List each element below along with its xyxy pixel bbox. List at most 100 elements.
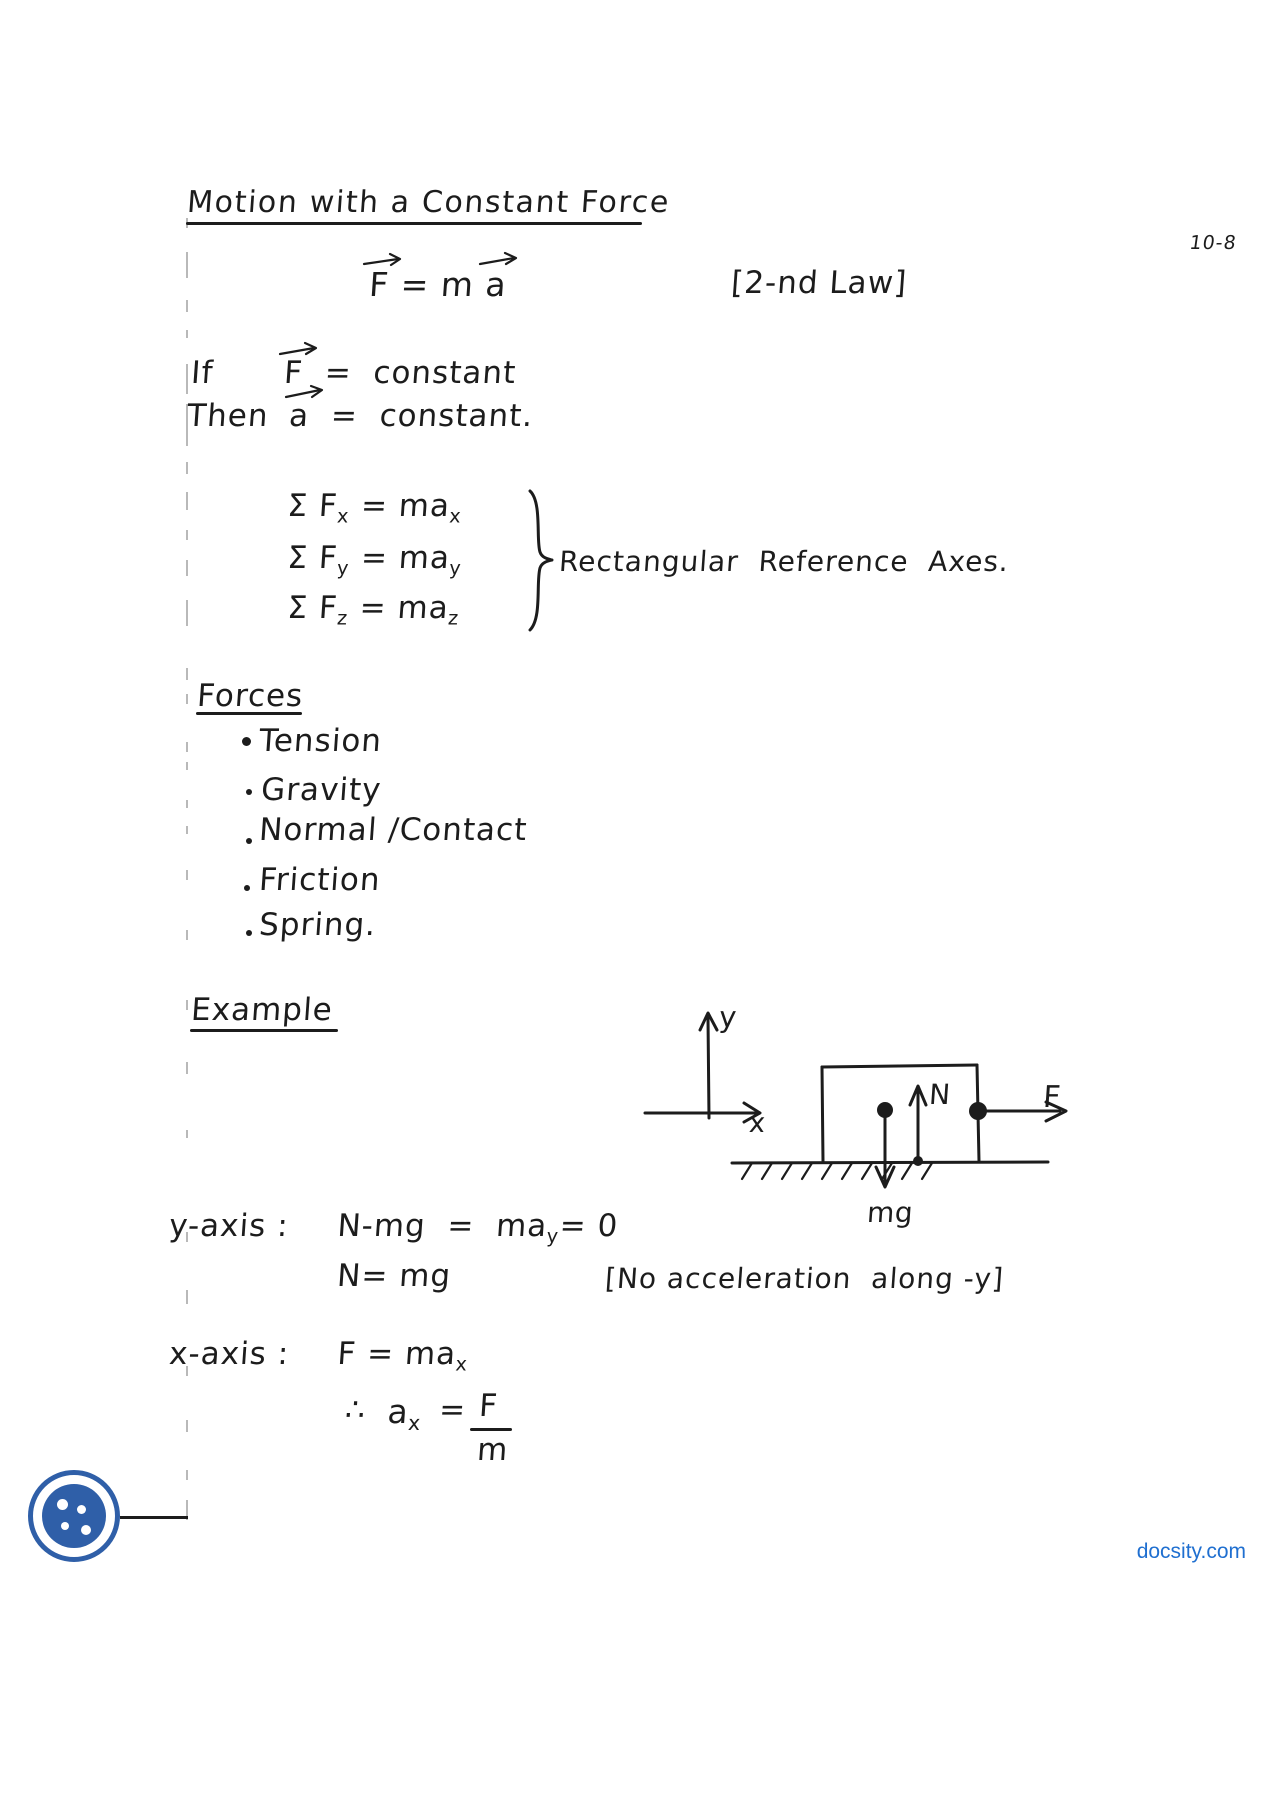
margin-artifact xyxy=(186,404,188,446)
margin-artifact xyxy=(186,742,188,752)
forces-heading-underline xyxy=(196,712,302,715)
list-item: Tension xyxy=(258,723,384,759)
x-axis-result-variable: ax xyxy=(386,1392,423,1435)
component-equation-row: Σ Fy = may xyxy=(286,540,464,580)
y-eq1-body: N-mg = ma xyxy=(336,1208,549,1244)
x-axis-result-equals: = xyxy=(438,1392,468,1428)
y-axis-equation-1: N-mg = may= 0 xyxy=(336,1208,620,1248)
margin-artifact xyxy=(186,1232,188,1242)
sum-fx-eq: = xyxy=(348,488,401,524)
force-label-F: F xyxy=(1042,1080,1063,1115)
docsity-logo-dot xyxy=(57,1499,68,1510)
list-item: Friction xyxy=(258,862,382,898)
margin-artifact xyxy=(186,492,188,510)
curly-brace-icon xyxy=(528,489,554,632)
margin-artifact xyxy=(186,1290,188,1304)
y-axis-comment: [No acceleration along -y] xyxy=(604,1262,1006,1295)
sum-fy-rhs-sub: y xyxy=(448,556,463,580)
vector-arrow-a2-icon xyxy=(284,384,324,399)
x-axis-therefore-symbol: ∴ xyxy=(344,1392,368,1428)
margin-artifact xyxy=(186,600,188,626)
sum-fy-lhs: Σ F xyxy=(286,540,340,576)
y-eq1-tail: = 0 xyxy=(558,1208,620,1244)
margin-artifact xyxy=(186,1000,188,1010)
x-axis-label: x-axis : xyxy=(168,1336,291,1372)
margin-artifact xyxy=(186,762,188,770)
margin-artifact xyxy=(186,300,188,312)
forces-heading: Forces xyxy=(196,678,305,714)
example-heading: Example xyxy=(190,992,335,1028)
margin-artifact xyxy=(186,930,188,940)
margin-artifact xyxy=(186,1420,188,1432)
docsity-logo xyxy=(28,1470,120,1562)
sum-fx-rhs: ma xyxy=(397,488,452,524)
sum-fx-rhs-sub: x xyxy=(448,504,463,528)
page-number: 10-8 xyxy=(1188,232,1239,254)
x-axis-fraction-numerator: F xyxy=(478,1388,500,1424)
x-axis-equation-1: F = max xyxy=(336,1336,470,1376)
docsity-logo-dot xyxy=(81,1525,91,1535)
list-bullet-icon xyxy=(246,930,252,936)
x-eq1-sub: x xyxy=(454,1352,469,1376)
margin-artifact xyxy=(186,800,188,808)
y-axis-label: y-axis : xyxy=(168,1208,290,1244)
page-title: Motion with a Constant Force xyxy=(186,185,672,220)
list-bullet-icon xyxy=(246,838,252,844)
sum-fz-rhs-sub: z xyxy=(447,606,460,630)
fraction-bar xyxy=(470,1428,512,1431)
margin-artifact xyxy=(186,462,188,474)
docsity-url[interactable]: docsity.com xyxy=(1136,1540,1246,1563)
vector-arrow-a-icon xyxy=(478,251,518,266)
sum-fz-eq: = xyxy=(347,590,399,626)
list-item: Spring. xyxy=(258,907,378,943)
conditional-then-keyword: Then xyxy=(186,398,270,434)
axis-label-y: y xyxy=(718,1000,739,1034)
docsity-logo-dot xyxy=(77,1505,86,1514)
list-item: Normal /Contact xyxy=(258,812,529,848)
coordinate-axes-icon xyxy=(643,1011,762,1124)
margin-artifact xyxy=(186,870,188,880)
list-item: Gravity xyxy=(260,772,383,808)
sum-fz-lhs: Σ F xyxy=(286,590,340,626)
list-bullet-icon xyxy=(244,885,250,891)
component-equation-row: Σ Fz = maz xyxy=(286,590,461,630)
second-law-note: [2-nd Law] xyxy=(730,265,909,301)
vector-arrow-F2-icon xyxy=(278,341,318,356)
margin-artifact xyxy=(186,560,188,576)
sum-fz-rhs: ma xyxy=(396,590,451,626)
x-axis-fraction-denominator: m xyxy=(476,1432,510,1468)
sum-fx-lhs-sub: x xyxy=(336,504,351,528)
docsity-logo-inner xyxy=(42,1484,106,1548)
sum-fy-eq: = xyxy=(348,540,401,576)
component-equations-brace-label: Rectangular Reference Axes. xyxy=(558,545,1011,578)
list-bullet-icon xyxy=(242,737,251,746)
margin-artifact xyxy=(186,1130,188,1138)
block-and-forces-diagram xyxy=(730,1063,1068,1189)
x-eq2-num-sub: x xyxy=(407,1411,423,1436)
y-axis-equation-2: N= mg xyxy=(336,1258,453,1294)
margin-artifact xyxy=(186,1062,188,1074)
margin-artifact xyxy=(186,668,188,680)
vector-arrow-F-icon xyxy=(362,252,402,267)
margin-artifact xyxy=(186,364,188,394)
margin-artifact xyxy=(186,530,188,540)
margin-artifact xyxy=(186,1470,188,1480)
sum-fy-lhs-sub: y xyxy=(336,556,351,580)
sum-fy-rhs: ma xyxy=(397,540,452,576)
force-label-N: N xyxy=(928,1078,952,1111)
margin-artifact xyxy=(186,330,188,338)
margin-artifact xyxy=(186,1366,188,1376)
x-eq1-body: F = ma xyxy=(336,1336,458,1372)
margin-artifact xyxy=(186,252,188,278)
y-eq1-sub: y xyxy=(545,1224,560,1248)
example-heading-underline xyxy=(190,1029,338,1032)
list-bullet-icon xyxy=(246,789,252,795)
title-underline xyxy=(186,222,642,225)
sum-fx-lhs: Σ F xyxy=(286,488,340,524)
margin-artifact xyxy=(186,694,188,704)
component-equation-row: Σ Fx = max xyxy=(286,488,464,528)
force-label-mg: mg xyxy=(866,1196,915,1229)
logo-divider-rule xyxy=(120,1516,188,1519)
docsity-logo-dot xyxy=(61,1522,69,1530)
